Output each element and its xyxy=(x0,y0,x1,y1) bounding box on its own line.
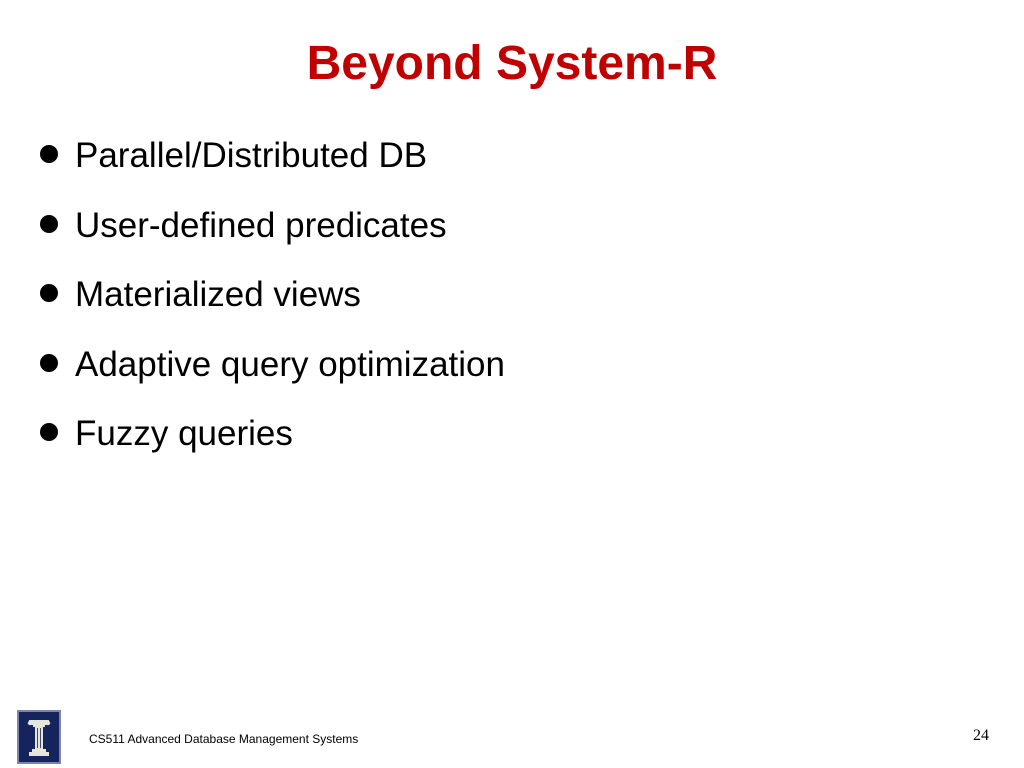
bullet-text: Parallel/Distributed DB xyxy=(75,136,428,175)
bullet-item: Adaptive query optimization xyxy=(36,341,505,411)
bullet-item: Parallel/Distributed DB xyxy=(36,132,505,202)
bullet-dot-icon xyxy=(40,353,58,372)
footer-course-title: CS511 Advanced Database Management Syste… xyxy=(89,732,359,746)
university-block-i-logo-icon xyxy=(17,710,61,764)
bullet-text: User-defined predicates xyxy=(75,205,447,245)
bullet-item: User-defined predicates xyxy=(36,202,505,272)
bullet-item: Materialized views xyxy=(36,271,505,341)
bullet-text: Adaptive query optimization xyxy=(75,344,505,384)
bullet-item: Fuzzy queries xyxy=(36,410,505,480)
bullet-dot-icon xyxy=(40,214,58,233)
bullet-dot-icon xyxy=(40,145,58,163)
slide-title: Beyond System-R xyxy=(306,37,718,90)
bullet-dot-icon xyxy=(40,284,58,302)
bullet-text: Materialized views xyxy=(75,275,361,314)
bullet-list: Parallel/Distributed DB User-defined pre… xyxy=(36,132,505,480)
page-number: 24 xyxy=(973,727,989,744)
bullet-text: Fuzzy queries xyxy=(75,414,293,453)
bullet-dot-icon xyxy=(40,423,58,441)
block-i-mark-icon xyxy=(27,720,51,756)
